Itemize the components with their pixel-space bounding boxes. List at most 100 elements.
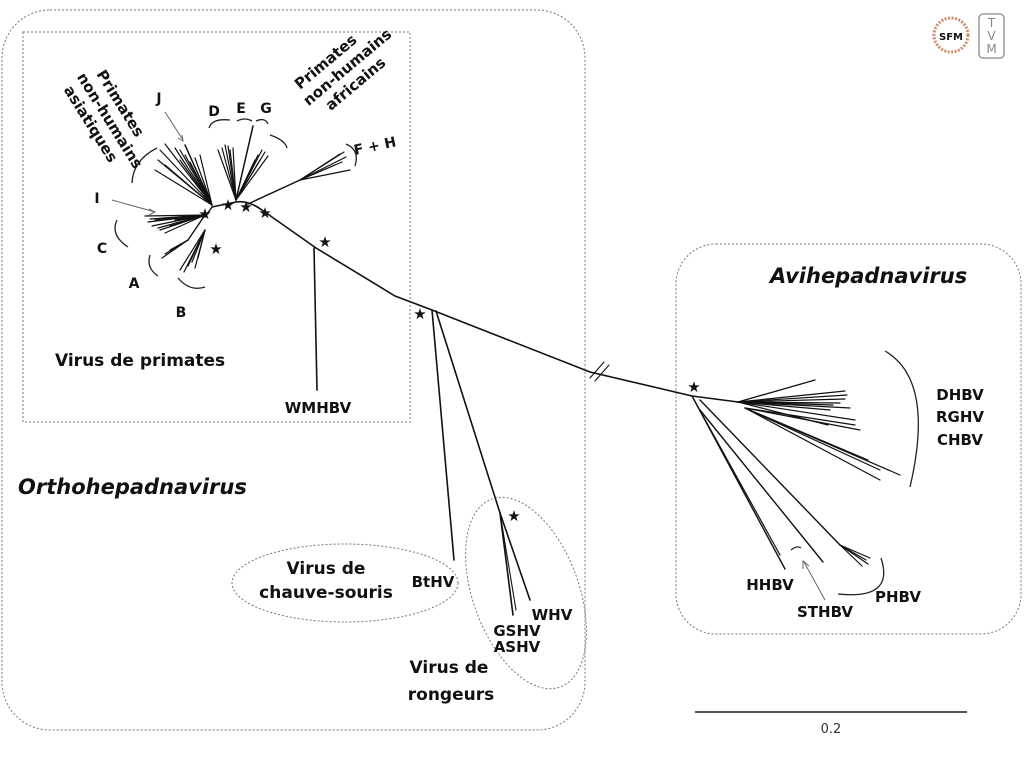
c-clade-branch [174, 214, 206, 221]
sthbv-arrow [803, 561, 826, 601]
dhbv-bracket [884, 350, 919, 488]
i-arrow [111, 199, 156, 213]
backbone-branch [235, 200, 693, 397]
ashv-label: ASHV [494, 638, 541, 656]
fh-stem [247, 179, 301, 205]
primates-group-label: Virus de primates [55, 351, 225, 371]
genotype-b-label: B [176, 305, 187, 321]
star-marker: ★ [507, 507, 520, 525]
african-primates-label: Primates non-humains africains [291, 25, 395, 114]
phbv-branch [839, 544, 869, 565]
phbv-label: PHBV [875, 588, 921, 606]
break-mark [589, 361, 605, 379]
g-bracket [255, 118, 269, 125]
dhbv-stem [691, 395, 739, 403]
phbv-branch [839, 544, 863, 567]
scale-bar-label: 0.2 [821, 722, 842, 737]
avihepadnavirus-box [675, 243, 1022, 635]
rodents-ellipse [465, 496, 587, 690]
genotype-c-label: C [97, 241, 107, 257]
rodents-label-line1: Virus de [410, 658, 489, 678]
bthv-branch [431, 309, 455, 561]
a-clade-branch [174, 239, 189, 249]
fh-bracket [345, 143, 357, 167]
fh-clade-branch [299, 164, 336, 181]
bats-ellipse [231, 543, 459, 623]
sthbv-arrowhead [802, 559, 810, 569]
b-clade-branch [179, 229, 206, 271]
d-clade-branch [217, 149, 237, 201]
star-marker: ★ [318, 233, 331, 251]
j-branch [184, 144, 213, 206]
chbv-label: CHBV [937, 431, 983, 449]
ab-stem [187, 214, 206, 241]
sthbv-bracket [790, 546, 802, 551]
dhbv-branch [744, 407, 881, 481]
genotype-g-label: G [260, 101, 272, 117]
gshv-branch [499, 512, 514, 616]
dhbv-branch [737, 401, 856, 421]
orthohepadnavirus-label: Orthohepadnavirus [18, 475, 247, 499]
avian-cluster [691, 379, 901, 570]
sthbv-branch [699, 409, 824, 563]
g-clade-branch [235, 159, 261, 201]
g-clade-branch [235, 159, 256, 201]
star-marker: ★ [198, 205, 211, 223]
a-bracket [148, 254, 159, 277]
i-arrowhead [148, 208, 157, 216]
c-clade-branch [164, 214, 206, 234]
genotype-i-label: I [94, 191, 99, 207]
c-clade-branch [144, 214, 206, 217]
break-mark [594, 364, 610, 382]
c-bracket [114, 219, 129, 248]
rodents-label-line2: rongeurs [408, 685, 494, 705]
asian-clade-branch [154, 169, 213, 206]
fh-clade-branch [299, 151, 345, 181]
phbv-branch [839, 544, 871, 559]
star-marker: ★ [221, 196, 234, 214]
sthbv-label: STHBV [797, 603, 853, 621]
whv-label: WHV [532, 606, 573, 624]
c-clade-branch [169, 214, 206, 227]
support-stars: ★ ★ ★ ★ ★ ★ ★ ★ ★ [198, 196, 700, 525]
tvm-logo-t: T [987, 16, 996, 30]
genotype-a-label: A [129, 276, 140, 292]
avihepadnavirus-label: Avihepadnavirus [768, 264, 967, 288]
star-marker: ★ [413, 305, 426, 323]
tvm-logo: T V M [978, 13, 1005, 59]
d-bracket [208, 119, 231, 129]
tvm-logo-m: M [986, 42, 996, 56]
dhbv-branch [744, 407, 856, 426]
primate-stem [211, 201, 237, 208]
phbv-stem [699, 399, 841, 546]
bats-label-line1: Virus de [287, 559, 366, 579]
bthv-label: BtHV [412, 573, 455, 591]
primate-cluster [144, 125, 351, 273]
j-arrowhead [177, 134, 184, 142]
fh-clade-branch [299, 169, 351, 181]
bats-label-line2: chauve-souris [259, 583, 393, 603]
rghv-label: RGHV [936, 408, 984, 426]
genotype-fh-label: F + H [353, 134, 398, 159]
j-arrow [164, 111, 184, 141]
b-clade-branch [194, 229, 206, 269]
dhbv-label: DHBV [936, 386, 984, 404]
dhbv-branch [737, 394, 848, 403]
tvm-logo-frame [978, 13, 1005, 59]
dhbv-branch [744, 407, 861, 431]
dhbv-branch [737, 401, 851, 409]
whv-branch [499, 512, 531, 601]
asian-clade-branch [164, 164, 213, 206]
sfm-logo-ring [932, 16, 970, 54]
e-bracket [236, 118, 253, 122]
backbone [235, 200, 693, 397]
hhbv-label: HHBV [746, 576, 794, 594]
g-clade-branch [235, 155, 269, 201]
dhbv-branch [744, 407, 901, 476]
star-marker: ★ [258, 204, 271, 222]
orthohepadnavirus-box [1, 9, 586, 731]
star-marker: ★ [687, 378, 700, 396]
asian-clade-branch [179, 149, 213, 206]
dhbv-branch [737, 401, 831, 411]
primate-brackets [114, 118, 357, 289]
